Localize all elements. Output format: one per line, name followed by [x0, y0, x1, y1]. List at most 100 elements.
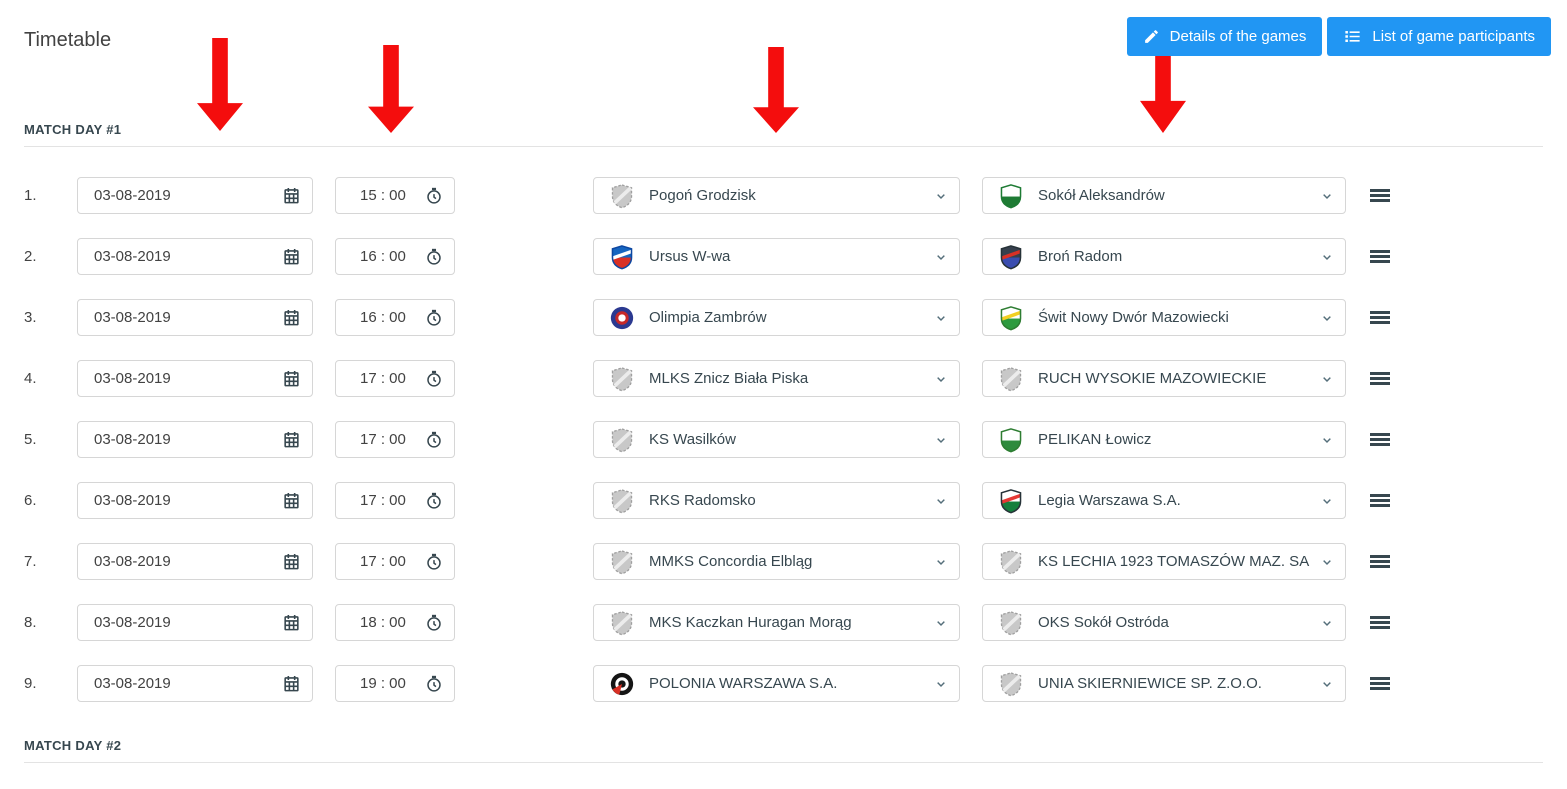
toolbar: Details of the games List of game partic…: [1126, 17, 1551, 56]
home-team-select[interactable]: POLONIA WARSZAWA S.A.: [593, 665, 960, 702]
drag-handle-icon[interactable]: [1370, 187, 1390, 204]
time-value: 17 : 00: [360, 431, 406, 448]
home-team-select[interactable]: Olimpia Zambrów: [593, 299, 960, 336]
away-team-select[interactable]: Sokół Aleksandrów: [982, 177, 1346, 214]
home-team-name: MLKS Znicz Biała Piska: [649, 370, 809, 387]
date-value: 03-08-2019: [94, 431, 171, 448]
date-input[interactable]: 03-08-2019: [77, 177, 313, 214]
time-value: 17 : 00: [360, 553, 406, 570]
chevron-down-icon: [933, 676, 949, 692]
match-row: 9. 03-08-2019 19 : 00 POLONIA WARSZAWA S…: [24, 665, 1543, 702]
chevron-down-icon: [1319, 615, 1335, 631]
date-value: 03-08-2019: [94, 675, 171, 692]
home-team-name: Pogoń Grodzisk: [649, 187, 756, 204]
away-team-crest-icon: [998, 366, 1024, 392]
home-team-select[interactable]: RKS Radomsko: [593, 482, 960, 519]
match-number: 5.: [24, 431, 37, 448]
home-team-name: Olimpia Zambrów: [649, 309, 767, 326]
calendar-icon: [282, 491, 301, 510]
away-team-name: Świt Nowy Dwór Mazowiecki: [1038, 309, 1229, 326]
time-input[interactable]: 16 : 00: [335, 299, 455, 336]
time-input[interactable]: 17 : 00: [335, 482, 455, 519]
home-team-select[interactable]: MLKS Znicz Biała Piska: [593, 360, 960, 397]
date-input[interactable]: 03-08-2019: [77, 299, 313, 336]
away-team-name: Broń Radom: [1038, 248, 1123, 265]
home-team-name: KS Wasilków: [649, 431, 736, 448]
away-team-select[interactable]: Legia Warszawa S.A.: [982, 482, 1346, 519]
time-input[interactable]: 16 : 00: [335, 238, 455, 275]
chevron-down-icon: [1319, 371, 1335, 387]
match-row: 5. 03-08-2019 17 : 00 KS Wasilków PELIKA…: [24, 421, 1543, 458]
match-number: 4.: [24, 370, 37, 387]
chevron-down-icon: [933, 615, 949, 631]
details-of-games-button[interactable]: Details of the games: [1126, 17, 1323, 56]
away-team-select[interactable]: PELIKAN Łowicz: [982, 421, 1346, 458]
home-team-crest-icon: [609, 183, 635, 209]
list-of-participants-button[interactable]: List of game participants: [1327, 17, 1551, 56]
red-arrow-home-team-column-icon: [753, 47, 799, 133]
matchday-header: MATCH DAY #1: [24, 122, 122, 137]
divider: [24, 146, 1543, 147]
calendar-icon: [282, 186, 301, 205]
drag-handle-icon[interactable]: [1370, 553, 1390, 570]
home-team-select[interactable]: KS Wasilków: [593, 421, 960, 458]
date-value: 03-08-2019: [94, 309, 171, 326]
home-team-crest-icon: [609, 610, 635, 636]
date-input[interactable]: 03-08-2019: [77, 665, 313, 702]
date-input[interactable]: 03-08-2019: [77, 360, 313, 397]
time-input[interactable]: 17 : 00: [335, 360, 455, 397]
home-team-select[interactable]: MKS Kaczkan Huragan Morąg: [593, 604, 960, 641]
home-team-crest-icon: [609, 671, 635, 697]
home-team-name: POLONIA WARSZAWA S.A.: [649, 675, 838, 692]
clock-icon: [425, 431, 443, 449]
drag-handle-icon[interactable]: [1370, 675, 1390, 692]
calendar-icon: [282, 552, 301, 571]
away-team-select[interactable]: RUCH WYSOKIE MAZOWIECKIE: [982, 360, 1346, 397]
clock-icon: [425, 309, 443, 327]
away-team-crest-icon: [998, 549, 1024, 575]
time-value: 15 : 00: [360, 187, 406, 204]
matchday-header: MATCH DAY #2: [24, 738, 122, 753]
match-number: 6.: [24, 492, 37, 509]
time-input[interactable]: 17 : 00: [335, 543, 455, 580]
away-team-select[interactable]: OKS Sokół Ostróda: [982, 604, 1346, 641]
chevron-down-icon: [933, 493, 949, 509]
calendar-icon: [282, 430, 301, 449]
drag-handle-icon[interactable]: [1370, 370, 1390, 387]
details-button-label: Details of the games: [1169, 28, 1307, 45]
drag-handle-icon[interactable]: [1370, 248, 1390, 265]
date-value: 03-08-2019: [94, 187, 171, 204]
calendar-icon: [282, 247, 301, 266]
drag-handle-icon[interactable]: [1370, 431, 1390, 448]
chevron-down-icon: [933, 432, 949, 448]
time-input[interactable]: 19 : 00: [335, 665, 455, 702]
home-team-select[interactable]: Ursus W-wa: [593, 238, 960, 275]
clock-icon: [425, 248, 443, 266]
away-team-select[interactable]: KS LECHIA 1923 TOMASZÓW MAZ. SA: [982, 543, 1346, 580]
away-team-name: RUCH WYSOKIE MAZOWIECKIE: [1038, 370, 1267, 387]
away-team-select[interactable]: Broń Radom: [982, 238, 1346, 275]
date-input[interactable]: 03-08-2019: [77, 421, 313, 458]
time-input[interactable]: 15 : 00: [335, 177, 455, 214]
date-input[interactable]: 03-08-2019: [77, 238, 313, 275]
match-number: 3.: [24, 309, 37, 326]
time-input[interactable]: 18 : 00: [335, 604, 455, 641]
away-team-select[interactable]: Świt Nowy Dwór Mazowiecki: [982, 299, 1346, 336]
drag-handle-icon[interactable]: [1370, 492, 1390, 509]
chevron-down-icon: [1319, 310, 1335, 326]
date-input[interactable]: 03-08-2019: [77, 604, 313, 641]
date-input[interactable]: 03-08-2019: [77, 543, 313, 580]
drag-handle-icon[interactable]: [1370, 309, 1390, 326]
clock-icon: [425, 370, 443, 388]
time-input[interactable]: 17 : 00: [335, 421, 455, 458]
home-team-select[interactable]: MMKS Concordia Elbląg: [593, 543, 960, 580]
match-number: 1.: [24, 187, 37, 204]
drag-handle-icon[interactable]: [1370, 614, 1390, 631]
home-team-select[interactable]: Pogoń Grodzisk: [593, 177, 960, 214]
date-input[interactable]: 03-08-2019: [77, 482, 313, 519]
home-team-name: Ursus W-wa: [649, 248, 731, 265]
clock-icon: [425, 187, 443, 205]
away-team-select[interactable]: UNIA SKIERNIEWICE SP. Z.O.O.: [982, 665, 1346, 702]
timetable-main: MATCH DAY #1 1. 03-08-2019 15 : 00 Pogoń…: [24, 122, 1543, 763]
